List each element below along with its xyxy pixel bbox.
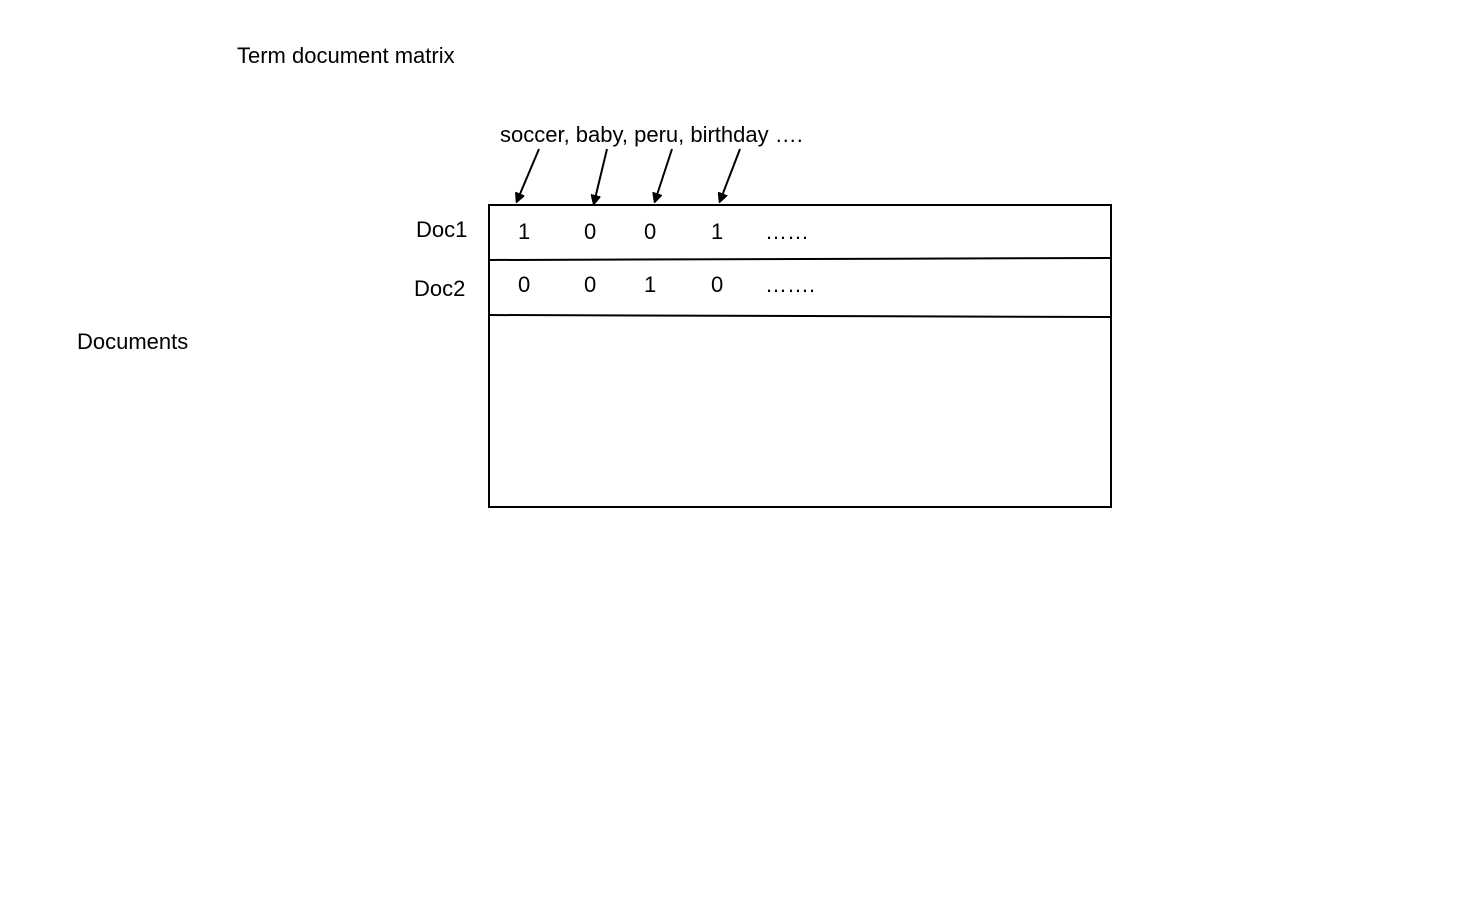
cell-value: 1 [518, 219, 531, 244]
row-label-doc2: Doc2 [414, 276, 466, 301]
cell-value: 0 [584, 219, 597, 244]
diagram-title: Term document matrix [237, 43, 455, 68]
cell-value: 0 [518, 272, 531, 297]
documents-axis-label: Documents [77, 329, 189, 354]
terms-label: soccer, baby, peru, birthday …. [500, 122, 803, 147]
arrow-term-4 [720, 148, 741, 201]
matrix-box [488, 204, 1112, 508]
cell-value: 0 [584, 272, 597, 297]
row-ellipsis: ……. [765, 272, 816, 297]
row-divider-1 [488, 257, 1112, 261]
arrow-term-3 [655, 148, 673, 201]
cell-value: 0 [644, 219, 657, 244]
cell-value: 1 [644, 272, 657, 297]
arrow-term-1 [517, 148, 540, 201]
row-ellipsis: …… [765, 219, 809, 244]
row-divider-2 [488, 314, 1112, 318]
cell-value: 1 [711, 219, 724, 244]
arrow-term-2 [594, 148, 608, 203]
cell-value: 0 [711, 272, 724, 297]
row-label-doc1: Doc1 [416, 217, 468, 242]
